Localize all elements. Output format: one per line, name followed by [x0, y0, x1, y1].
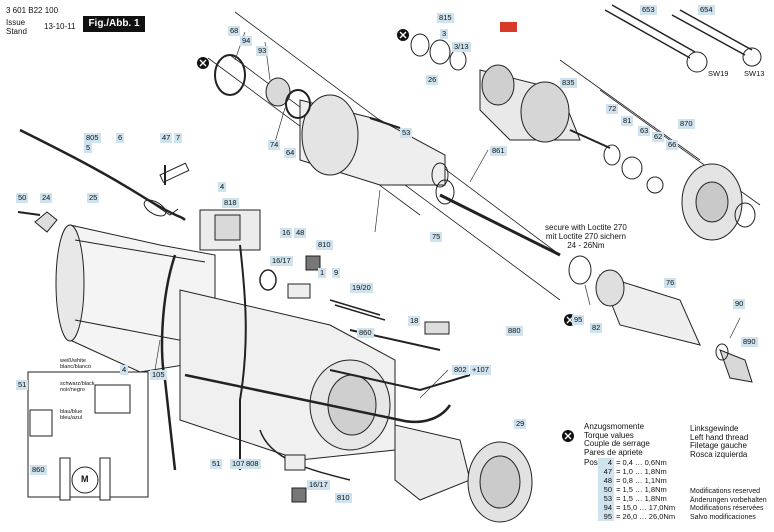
- torque-row-pos[interactable]: 47: [598, 467, 614, 476]
- wiring-label-860[interactable]: 860: [30, 465, 47, 475]
- torque-row-values: = 0,8 … 1,1Nm: [614, 476, 667, 485]
- wiring-label-4[interactable]: 4: [120, 365, 129, 375]
- part-label-95[interactable]: 95: [572, 315, 585, 325]
- part-label-105[interactable]: 105: [150, 370, 167, 380]
- part-label-90[interactable]: 90: [733, 299, 746, 309]
- part-label-82[interactable]: 82: [590, 323, 603, 333]
- torque-row-pos[interactable]: 4: [598, 458, 614, 467]
- part-label-9[interactable]: 9: [332, 268, 341, 278]
- torque-row-pos[interactable]: 95: [598, 512, 614, 521]
- torque-row-values: = 1,0 … 1,8Nm: [614, 467, 667, 476]
- torque-row-pos[interactable]: 94: [598, 503, 614, 512]
- torque-row: 95 = 26,0 … 26,0Nm: [598, 512, 675, 521]
- torque-row-pos[interactable]: 53: [598, 494, 614, 503]
- part-label-810-lower[interactable]: 810: [335, 493, 352, 503]
- part-label-68[interactable]: 68: [228, 26, 241, 36]
- part-label-94[interactable]: 94: [240, 36, 253, 46]
- part-label-861[interactable]: 861: [490, 146, 507, 156]
- part-label-66[interactable]: 66: [666, 140, 679, 150]
- part-label-plus-107[interactable]: +107: [470, 365, 491, 375]
- part-label-825[interactable]: 825: [500, 22, 517, 32]
- part-label-16[interactable]: 16: [280, 228, 293, 238]
- part-label-81[interactable]: 81: [621, 116, 634, 126]
- part-label-870[interactable]: 870: [678, 119, 695, 129]
- part-label-810[interactable]: 810: [316, 240, 333, 250]
- wrench-size-19: SW19: [708, 69, 729, 78]
- part-label-6[interactable]: 6: [116, 133, 125, 143]
- part-label-808[interactable]: 808: [244, 459, 261, 469]
- part-label-62[interactable]: 62: [652, 132, 665, 142]
- torque-row: 53 = 1,5 … 1,8Nm: [598, 494, 667, 503]
- loctite-note: secure with Loctite 270 mit Loctite 270 …: [545, 223, 627, 250]
- left-hand-thread-legend: Linksgewinde Left hand thread Filetage g…: [690, 424, 749, 459]
- part-label-16-17-lower[interactable]: 16/17: [307, 480, 330, 490]
- part-label-50[interactable]: 50: [16, 193, 29, 203]
- motor-symbol: M: [81, 474, 89, 484]
- torque-row-values: = 26,0 … 26,0Nm: [614, 512, 676, 521]
- wiring-label-51[interactable]: 51: [16, 380, 29, 390]
- part-label-26[interactable]: 26: [426, 75, 439, 85]
- part-label-74[interactable]: 74: [268, 140, 281, 150]
- torque-row: 50 = 1,5 … 1,8Nm: [598, 485, 667, 494]
- part-label-835[interactable]: 835: [560, 78, 577, 88]
- part-label-107[interactable]: 107: [230, 459, 247, 469]
- torque-row: 4 = 0,4 … 0,6Nm: [598, 458, 667, 467]
- torque-row-values: = 1,5 … 1,8Nm: [614, 485, 667, 494]
- part-label-93[interactable]: 93: [256, 46, 269, 56]
- part-label-72[interactable]: 72: [606, 104, 619, 114]
- part-label-805[interactable]: 805: [84, 133, 101, 143]
- part-label-890[interactable]: 890: [741, 337, 758, 347]
- part-number: 3 601 B22 100: [6, 6, 59, 15]
- part-label-16-17[interactable]: 16/17: [270, 256, 293, 266]
- part-label-29[interactable]: 29: [514, 419, 527, 429]
- wire-black-label: schwarz/black noir/negro: [60, 381, 95, 393]
- part-label-815[interactable]: 815: [437, 13, 454, 23]
- part-label-880[interactable]: 880: [506, 326, 523, 336]
- part-label-63[interactable]: 63: [638, 126, 651, 136]
- torque-row: 94 = 15,0 … 17,0Nm: [598, 503, 675, 512]
- issue-label: Issue Stand: [6, 18, 27, 36]
- torque-row-values: = 15,0 … 17,0Nm: [614, 503, 676, 512]
- torque-row: 47 = 1,0 … 1,8Nm: [598, 467, 667, 476]
- part-label-76[interactable]: 76: [664, 278, 677, 288]
- modifications-reserved-note: Modifications reserved Änderungen vorbeh…: [690, 488, 767, 521]
- wrench-size-13: SW13: [744, 69, 765, 78]
- part-label-860[interactable]: 860: [357, 328, 374, 338]
- torque-row-values: = 0,4 … 0,6Nm: [614, 458, 667, 467]
- part-label-75[interactable]: 75: [430, 232, 443, 242]
- torque-row-pos[interactable]: 48: [598, 476, 614, 485]
- issue-date: 13-10-11: [44, 22, 76, 31]
- part-label-25[interactable]: 25: [87, 193, 100, 203]
- part-label-818[interactable]: 818: [222, 198, 239, 208]
- torque-row-pos[interactable]: 50: [598, 485, 614, 494]
- part-label-5[interactable]: 5: [84, 143, 93, 153]
- wire-white-label: weiß/white blanc/blanco: [60, 358, 91, 370]
- part-label-4[interactable]: 4: [218, 182, 227, 192]
- part-label-48[interactable]: 48: [294, 228, 307, 238]
- part-label-19-20[interactable]: 19/20: [350, 283, 373, 293]
- part-label-653[interactable]: 653: [640, 5, 657, 15]
- figure-label: Fig./Abb. 1: [83, 16, 145, 32]
- part-label-3-13[interactable]: 3/13: [452, 42, 471, 52]
- part-label-24[interactable]: 24: [40, 193, 53, 203]
- part-label-7[interactable]: 7: [174, 133, 183, 143]
- part-label-64[interactable]: 64: [284, 148, 297, 158]
- part-label-1[interactable]: 1: [318, 268, 327, 278]
- part-label-654[interactable]: 654: [698, 5, 715, 15]
- torque-row-values: = 1,5 … 1,8Nm: [614, 494, 667, 503]
- wire-blue-label: blau/blue bleu/azul: [60, 409, 83, 421]
- torque-title: Anzugsmomente Torque values Couple de se…: [584, 422, 650, 457]
- part-label-802[interactable]: 802: [452, 365, 469, 375]
- torque-row: 48 = 0,8 … 1,1Nm: [598, 476, 667, 485]
- part-label-47[interactable]: 47: [160, 133, 173, 143]
- part-label-3[interactable]: 3: [440, 29, 449, 39]
- torque-pos-label: Pos.: [584, 458, 601, 467]
- part-label-51[interactable]: 51: [210, 459, 223, 469]
- part-label-53[interactable]: 53: [400, 128, 413, 138]
- part-label-18[interactable]: 18: [408, 316, 421, 326]
